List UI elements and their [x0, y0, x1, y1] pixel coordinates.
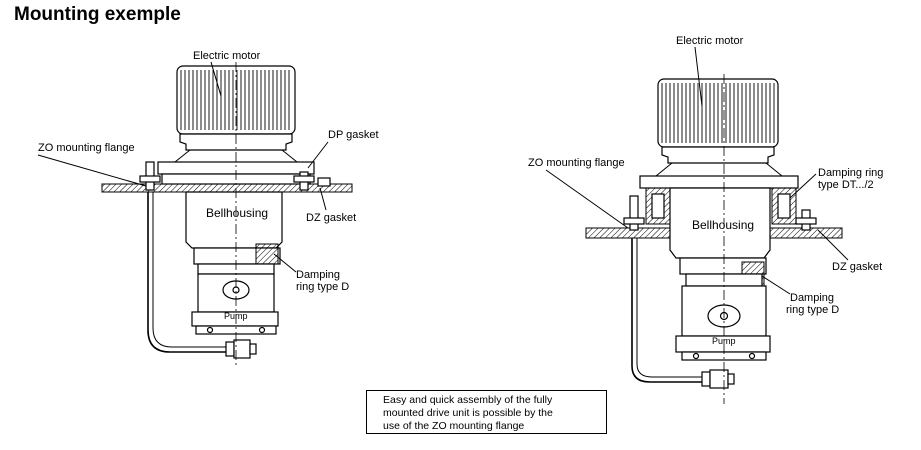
right-motor-ribs — [661, 83, 775, 143]
left-motor-label: Electric motor — [193, 50, 261, 62]
left-zo-flange — [101, 183, 353, 193]
right-damping-label-1: Damping — [790, 292, 834, 304]
right-motor-body — [661, 146, 775, 164]
right-pipe — [631, 238, 702, 383]
left-bellhousing — [185, 191, 283, 249]
left-bellhousing-label: Bellhousing — [206, 206, 268, 220]
right-assembly — [585, 74, 843, 404]
left-dp-gasket-label: DP gasket — [328, 129, 379, 141]
left-damping-label-2: ring type D — [296, 281, 349, 293]
right-flange-label: ZO mounting flange — [528, 157, 625, 169]
right-dz-gasket-label: DZ gasket — [832, 261, 882, 273]
right-pump-label: Pump — [712, 336, 736, 346]
right-bellhousing-label: Bellhousing — [692, 218, 754, 232]
assembly-note: Easy and quick assembly of the fully mou… — [366, 390, 607, 434]
left-pipe — [147, 192, 226, 353]
left-flange-label: ZO mounting flange — [38, 142, 135, 154]
note-line-1: Easy and quick assembly of the fully — [383, 394, 553, 406]
left-assembly — [101, 62, 353, 368]
note-line-2: mounted drive unit is possible by the — [383, 407, 553, 419]
left-damping-label-1: Damping — [296, 269, 340, 281]
page-title: Mounting exemple — [14, 4, 181, 25]
left-pump-label: Pump — [224, 311, 248, 321]
left-dz-gasket-label: DZ gasket — [306, 212, 356, 224]
right-motor-label: Electric motor — [676, 35, 744, 47]
right-labels: Electric motor ZO mounting flange Dampin… — [528, 35, 883, 346]
note-line-3: use of the ZO mounting flange — [383, 420, 525, 432]
right-damping-dt-label-1: Damping ring — [818, 167, 883, 179]
right-motor-flange — [639, 175, 799, 189]
right-damping-label-2: ring type D — [786, 304, 839, 316]
left-labels: Electric motor ZO mounting flange DP gas… — [37, 50, 379, 321]
left-motor-ribs — [180, 70, 290, 130]
right-damping-dt-label-2: type DT.../2 — [818, 179, 874, 191]
